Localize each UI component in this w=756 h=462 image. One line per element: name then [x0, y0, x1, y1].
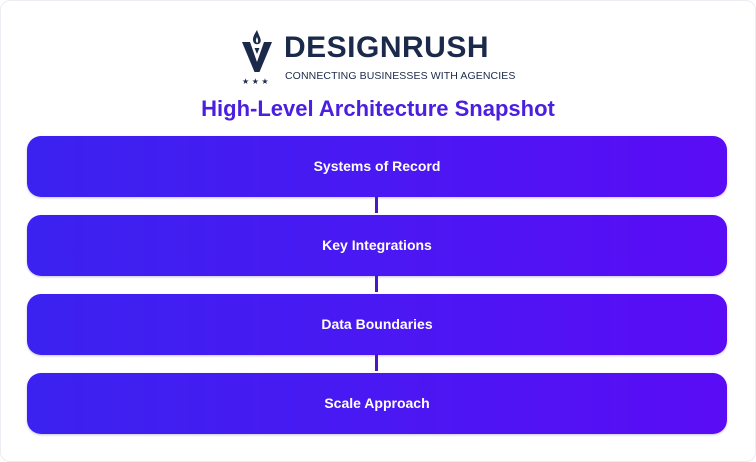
designrush-logo: ★ ★ ★ DESIGNRUSH CONNECTING BUSINESSES W… — [240, 28, 520, 86]
diagram-title: High-Level Architecture Snapshot — [201, 96, 555, 121]
step-data-boundaries: Data Boundaries — [27, 294, 727, 355]
connector-line — [375, 196, 378, 213]
connector-line — [375, 275, 378, 292]
logo-wordmark: DESIGNRUSH — [284, 31, 490, 64]
designrush-logo-icon: ★ ★ ★ — [242, 30, 272, 86]
svg-text:★ ★ ★: ★ ★ ★ — [242, 77, 269, 86]
step-key-integrations: Key Integrations — [27, 215, 727, 276]
step-label: Key Integrations — [322, 236, 432, 253]
connector-line — [375, 354, 378, 371]
step-label: Data Boundaries — [321, 315, 433, 332]
logo-tagline: CONNECTING BUSINESSES WITH AGENCIES — [285, 70, 516, 82]
step-scale-approach: Scale Approach — [27, 373, 727, 434]
step-systems-of-record: Systems of Record — [27, 136, 727, 197]
step-label: Systems of Record — [313, 157, 441, 174]
step-label: Scale Approach — [324, 394, 430, 411]
